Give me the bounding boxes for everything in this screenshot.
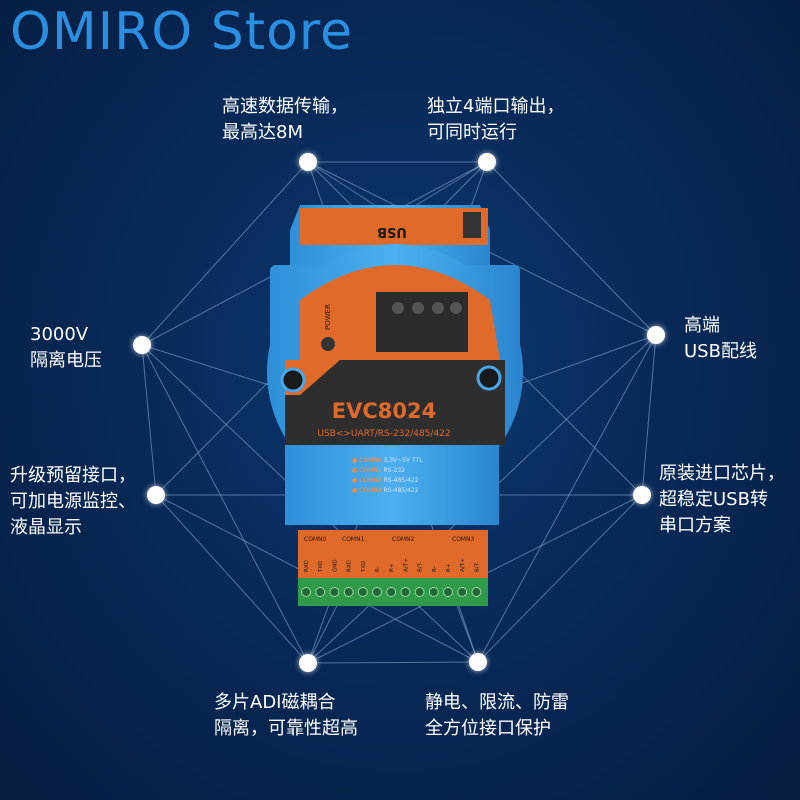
usb-port	[463, 212, 481, 238]
feature-text: 液晶显示	[10, 517, 82, 538]
group-label-3: COMN3	[452, 536, 475, 543]
pin-label: A/T+	[460, 558, 466, 572]
feature-text: 多片ADI磁耦合	[214, 692, 336, 713]
pin-label: R+	[389, 563, 395, 572]
led-block	[376, 292, 468, 352]
terminal-screw	[343, 587, 354, 597]
terminal-screw	[357, 587, 368, 597]
terminal-screw	[315, 587, 326, 597]
pin-label: R+	[446, 563, 452, 572]
pin-label: A/T+	[403, 558, 409, 572]
feature-text: 超稳定USB转	[659, 489, 768, 510]
group-label-2: COMN2	[392, 536, 415, 543]
feature-dot-bottom-left	[299, 654, 317, 672]
power-led	[321, 337, 335, 351]
housing-lower	[285, 445, 499, 525]
feature-text: 可加电源监控、	[10, 491, 136, 512]
feature-text: 静电、限流、防雷	[425, 692, 569, 713]
port-line-2: ● COMN2 RS-485/422	[352, 477, 419, 484]
store-brand-title: OMIRO Store	[10, 2, 354, 62]
pin-label: B/T-	[474, 562, 480, 572]
port-line-1: ● COMN1 RS-232	[352, 467, 405, 474]
led-comn1	[412, 302, 424, 314]
feature-text: 隔离电压	[30, 350, 102, 371]
feature-text: 高速数据传输，	[222, 96, 348, 117]
terminal-screw	[414, 587, 425, 597]
group-label-0: COMN0	[304, 536, 327, 543]
feature-bottom-right: 静电、限流、防雷 全方位接口保护	[425, 690, 569, 742]
feature-top-left: 高速数据传输， 最高达8M	[222, 94, 348, 146]
feature-dot-top-left	[299, 153, 317, 171]
feature-bottom-left: 多片ADI磁耦合 隔离，可靠性超高	[214, 690, 358, 742]
feature-text: USB配线	[684, 341, 757, 362]
terminal-screw	[372, 587, 382, 597]
power-label: POWER	[324, 304, 332, 330]
model-subtitle: USB<>UART/RS-232/485/422	[317, 429, 450, 439]
feature-right-upper: 高端 USB配线	[684, 313, 757, 365]
feature-text: 最高达8M	[222, 122, 303, 143]
terminal-label-strip	[298, 530, 488, 578]
feature-right-middle: 原装进口芯片， 超稳定USB转 串口方案	[659, 461, 785, 539]
pin-label: GND	[332, 559, 338, 572]
feature-text: 全方位接口保护	[425, 718, 551, 739]
feature-top-right: 独立4端口输出， 可同时运行	[427, 94, 564, 146]
feature-text: 升级预留接口，	[10, 465, 136, 486]
led-comn2	[432, 302, 444, 314]
feature-dot-top-right	[478, 153, 496, 171]
feature-text: 3000V	[30, 324, 89, 345]
terminal-screw	[428, 587, 439, 597]
feature-dot-right-upper	[647, 326, 665, 344]
port-line-3: ● COMN3 RS-485/422	[352, 487, 419, 494]
feature-left-middle: 升级预留接口， 可加电源监控、 液晶显示	[10, 463, 136, 541]
feature-left-upper: 3000V 隔离电压	[30, 322, 102, 374]
pin-label: B/T-	[418, 562, 424, 572]
model-name: EVC8024	[332, 399, 436, 423]
feature-dot-left-middle	[147, 486, 165, 504]
terminal-screw	[400, 587, 411, 597]
pin-label: TXD	[361, 561, 367, 573]
terminal-screw	[443, 587, 453, 597]
feature-text: 原装进口芯片，	[659, 463, 785, 484]
terminal-screw	[386, 587, 397, 597]
terminal-screw	[301, 587, 311, 597]
feature-text: 串口方案	[659, 515, 731, 536]
port-line-0: ● COMN0 3.3V~5V TTL	[352, 457, 423, 464]
pin-label: RXD	[347, 560, 353, 572]
pin-label: R-	[432, 566, 438, 572]
feature-text: 独立4端口输出，	[427, 96, 565, 117]
feature-text: 可同时运行	[427, 122, 517, 143]
feature-dot-bottom-right	[469, 653, 487, 671]
group-label-1: COMN1	[342, 536, 365, 543]
usb-label: USB	[377, 224, 407, 239]
feature-dot-left-upper	[133, 336, 151, 354]
terminal-screw	[329, 587, 340, 597]
usb-panel	[300, 208, 488, 245]
feature-text: 高端	[684, 315, 720, 336]
pin-label: RXD	[304, 560, 310, 572]
led-comn0	[392, 302, 404, 314]
led-comn3	[450, 302, 462, 314]
terminal-screw	[471, 587, 482, 597]
feature-text: 隔离，可靠性超高	[214, 718, 358, 739]
pin-label: TXD	[318, 561, 324, 573]
screw-right	[476, 365, 502, 391]
pin-label: R-	[375, 566, 381, 572]
terminal-screw	[457, 587, 468, 597]
screw-left	[280, 367, 306, 393]
feature-dot-right-middle	[633, 486, 651, 504]
faceplate-dark	[285, 360, 505, 445]
